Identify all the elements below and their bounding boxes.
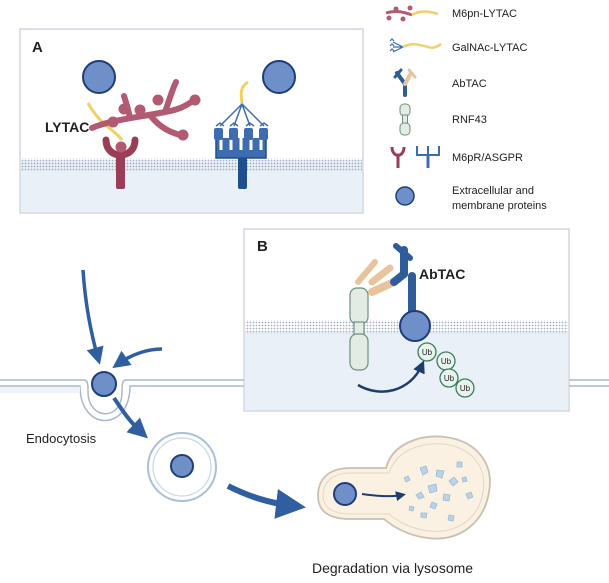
lysosome-arrow [226, 483, 306, 519]
ub-4-label: Ub [460, 384, 471, 393]
m6pr-receptor [102, 136, 139, 189]
galnac-lytac-molecule [215, 80, 269, 127]
legend-item-protein: Extracellular and membrane proteins [395, 185, 547, 212]
endocytosis-pathway: Endocytosis [26, 269, 491, 576]
degradation-arrow [361, 491, 406, 502]
lysosome [317, 435, 491, 540]
abtac-icon [393, 68, 417, 97]
legend-item-galnac-lytac: GalNAc-LYTAC [389, 38, 527, 54]
m6pn-lytac-icon [385, 5, 439, 22]
protein-fragments [403, 461, 474, 522]
legend-item-m6pr-asgpr: M6pR/ASGPR [390, 146, 523, 168]
rnf43-icon [399, 103, 411, 136]
panel-a-letter: A [32, 39, 43, 56]
target-protein-a1 [82, 60, 116, 94]
endocytosis-label: Endocytosis [26, 431, 97, 446]
panel-a: A LYTAC [19, 28, 364, 214]
legend-item-m6pn-lytac: M6pn-LYTAC [385, 5, 517, 22]
m6pn-lytac-molecule [86, 79, 201, 153]
m6pr-asgpr-icon [390, 146, 440, 168]
abtac-antibody [355, 243, 416, 316]
endocytosis-arrow-top [81, 269, 104, 365]
galnac-lytac-icon [389, 38, 442, 53]
vesicle-arrow [112, 396, 148, 439]
legend-label-abtac: AbTAC [452, 78, 487, 90]
abtac-label: AbTAC [419, 266, 465, 282]
panel-b-letter: B [257, 238, 268, 255]
endosome-vesicle [147, 432, 217, 502]
legend-label-galnac-lytac: GalNAc-LYTAC [452, 42, 527, 54]
lysosome-cargo-protein [333, 482, 357, 506]
ub-4 [455, 378, 475, 398]
internalized-protein [91, 371, 117, 397]
ub-2-label: Ub [441, 357, 452, 366]
asgpr-receptor [214, 128, 268, 189]
ub-1-label: Ub [422, 348, 433, 357]
degradation-label: Degradation via lysosome [312, 560, 473, 576]
endocytosis-arrow-right [112, 347, 163, 369]
legend-label-protein-line1: Extracellular and [452, 185, 534, 197]
legend-label-m6pn-lytac: M6pn-LYTAC [452, 8, 517, 20]
ub-3-label: Ub [444, 374, 455, 383]
ub-1 [417, 342, 437, 362]
target-protein-a2 [262, 60, 296, 94]
lytac-label: LYTAC [45, 119, 89, 135]
legend-label-m6pr-asgpr: M6pR/ASGPR [452, 152, 523, 164]
panel-a-membrane [21, 158, 362, 171]
panel-b-cytoplasm [245, 332, 568, 410]
legend-item-rnf43: RNF43 [399, 103, 487, 136]
protein-icon [395, 186, 415, 206]
target-protein-b [399, 310, 431, 342]
ub-3 [439, 368, 459, 388]
legend-label-protein-line2: membrane proteins [452, 200, 547, 212]
legend-label-rnf43: RNF43 [452, 114, 487, 126]
ubiquitination-arrow [357, 360, 425, 393]
legend: M6pn-LYTAC GalNAc-LYTAC AbTAC [385, 5, 547, 212]
legend-item-abtac: AbTAC [393, 68, 487, 97]
cell-membrane [0, 379, 609, 422]
ubiquitin-chain: Ub Ub Ub Ub [417, 342, 475, 398]
panel-b: B AbTAC Ub Ub Ub Ub [243, 228, 570, 412]
rnf43-protein [349, 287, 369, 371]
